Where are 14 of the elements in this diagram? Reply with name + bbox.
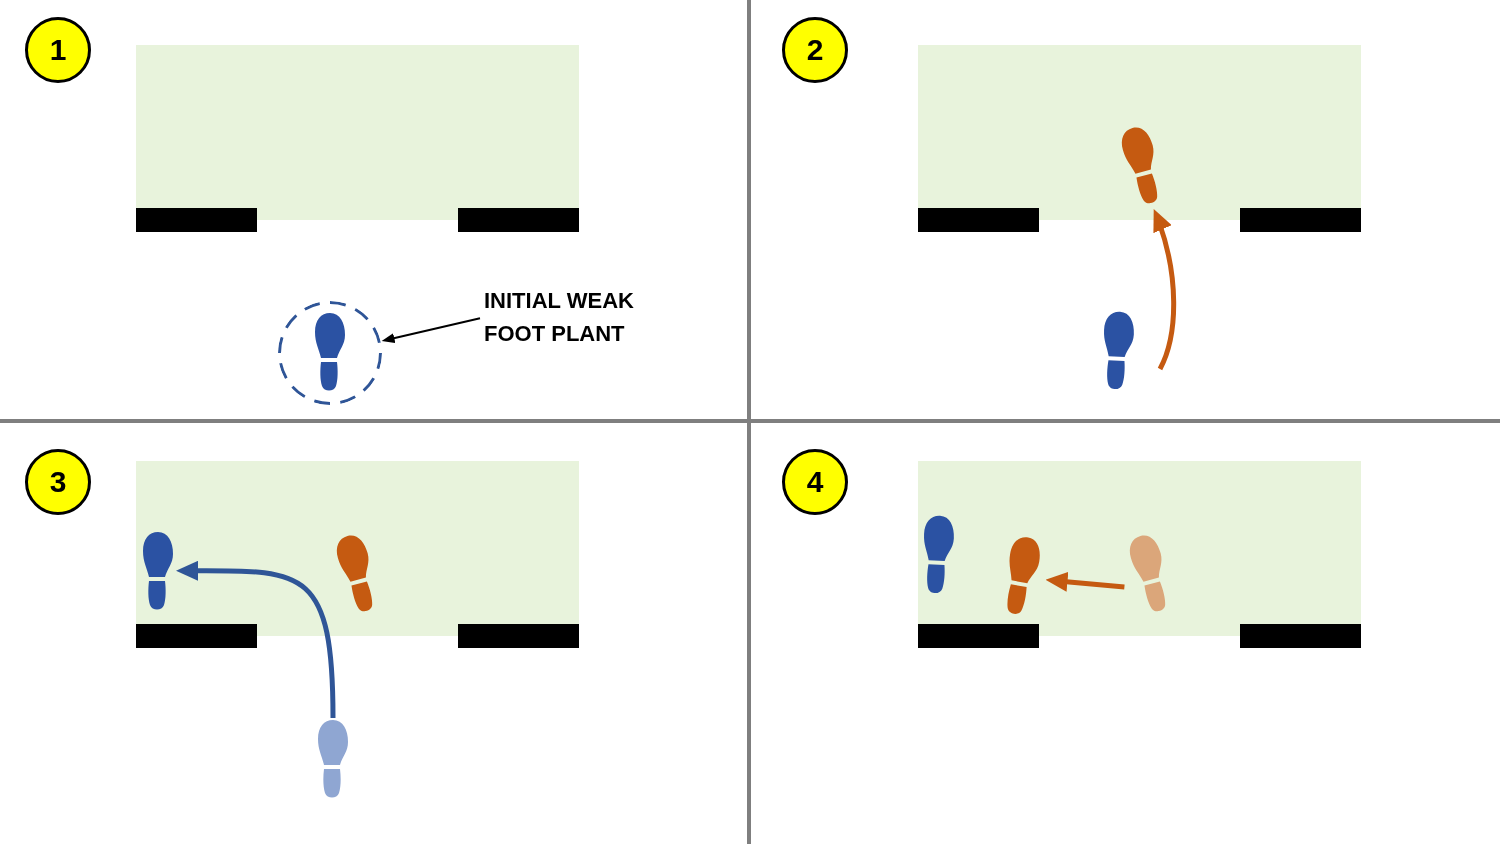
leader-arrow [380,317,481,343]
callout-text: INITIAL WEAK FOOT PLANT [484,284,664,350]
step-number: 2 [782,17,848,83]
step-number: 3 [25,449,91,515]
footprint-icon [1101,311,1135,391]
step-number: 4 [782,449,848,515]
arrow [176,560,336,719]
arrow [1151,208,1177,371]
arrow [1045,571,1125,592]
step-number: 1 [25,17,91,83]
footprint-icon [921,515,955,595]
footprint-icon [318,720,348,798]
footprint-icon [143,532,173,610]
footprint-icon [315,313,345,391]
